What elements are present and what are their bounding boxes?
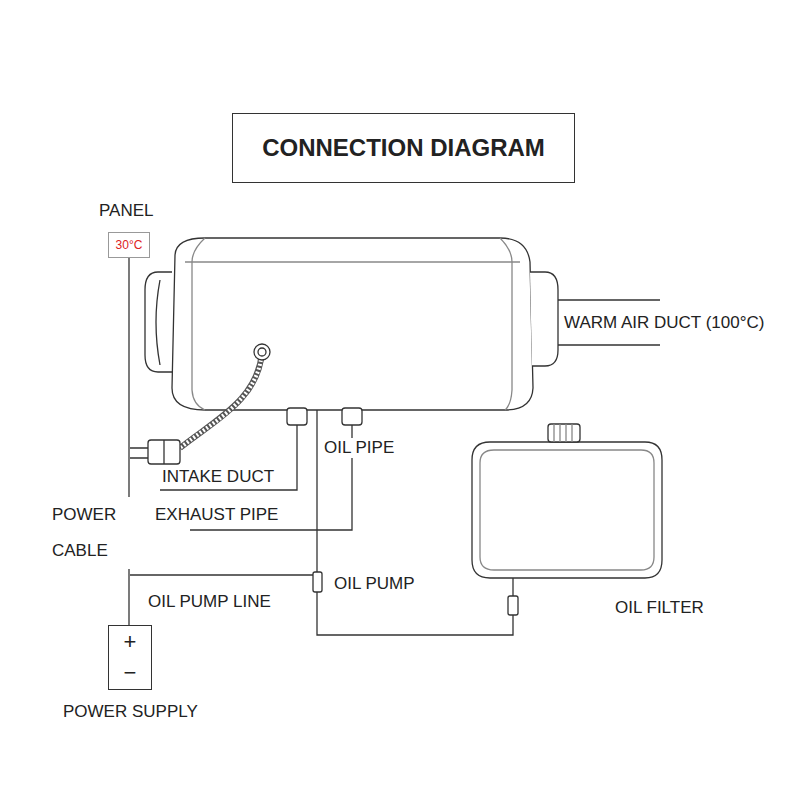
power-cable-wire [130, 448, 148, 458]
body-crease [185, 261, 520, 262]
oil-line [317, 592, 513, 635]
wiring-harness [180, 352, 262, 448]
exhaust-label: EXHAUST PIPE [153, 505, 280, 525]
harness-grommet [254, 344, 270, 360]
title-box: CONNECTION DIAGRAM [232, 113, 575, 183]
oil-pipe-line [316, 410, 317, 572]
fuel-tank [472, 442, 662, 578]
oil-pump-line-label: OIL PUMP LINE [146, 592, 273, 612]
control-panel: PANEL30°C [108, 232, 150, 258]
outlet-collar [530, 272, 558, 366]
duct-label: WARM AIR DUCT (100°C) [562, 313, 766, 333]
tank-cap [548, 424, 580, 442]
panel-heading: PANEL [99, 201, 154, 221]
terminal-sign: − [124, 661, 137, 685]
harness-connector [148, 440, 180, 464]
oil-pump-line [130, 574, 313, 575]
tank-inner-edge [480, 450, 654, 570]
oil-filter [508, 596, 518, 615]
intake-label: INTAKE DUCT [160, 467, 276, 487]
cap-ridges [554, 424, 572, 442]
power-supply-label: POWER SUPPLY [63, 702, 198, 722]
intake-port [287, 408, 307, 425]
oil-pump-label: OIL PUMP [332, 574, 417, 594]
oil-pump [313, 572, 322, 592]
fan-cover [145, 272, 172, 372]
power-cable-label: POWER CABLE [50, 497, 132, 569]
harness-corrugation [180, 352, 262, 448]
body-edge [192, 238, 205, 410]
power-supply-box: +−POWER SUPPLY [108, 625, 152, 690]
wire-line [128, 258, 129, 625]
panel-power-wire [129, 258, 130, 625]
fan-cover-edge [156, 280, 160, 365]
panel-display-text: 30°C [116, 238, 143, 252]
oil-filter-label: OIL FILTER [613, 598, 706, 618]
harness-grommet [258, 348, 266, 356]
exhaust-port [342, 408, 362, 425]
connector-split [163, 440, 164, 464]
diagram-title: CONNECTION DIAGRAM [262, 134, 545, 162]
body-edge [500, 238, 512, 410]
terminal-stack: +− [109, 626, 151, 689]
heater-body [172, 238, 533, 410]
oil-line [512, 578, 513, 596]
oil-pipe-label: OIL PIPE [322, 438, 396, 458]
terminal-sign: + [124, 630, 137, 654]
